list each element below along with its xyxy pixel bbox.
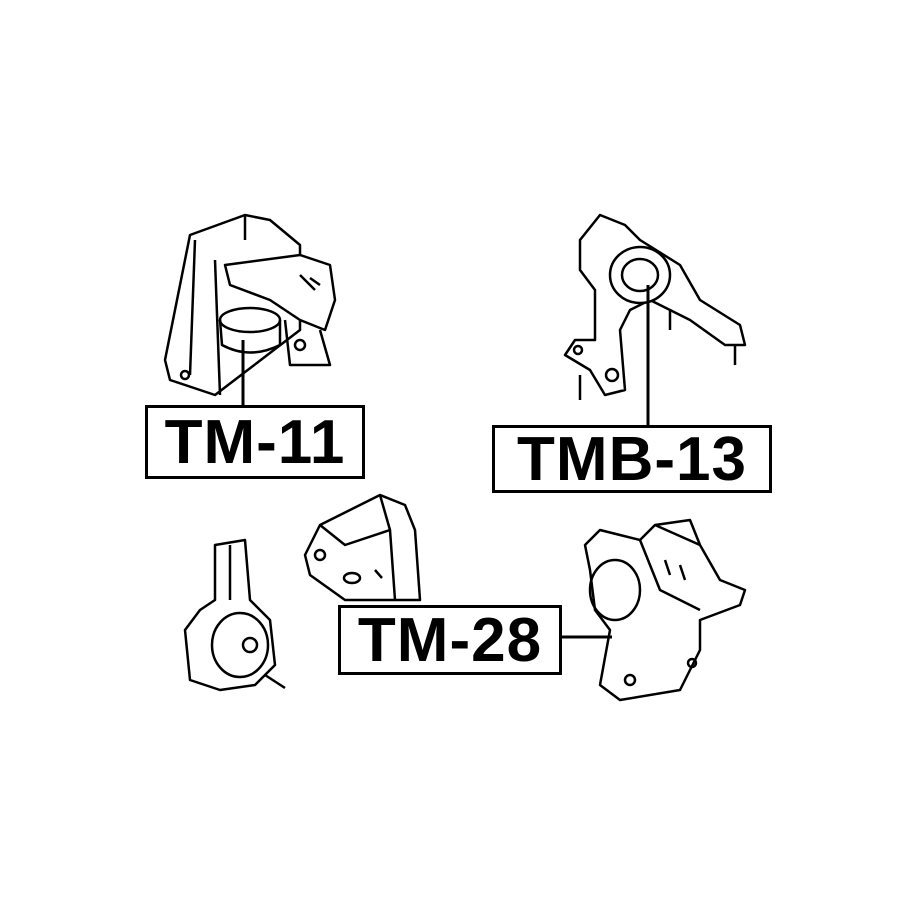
tm-11-mount-drawing: [163, 213, 337, 397]
tm-28-mount-drawing: [583, 518, 747, 702]
tmb-13-mount-drawing: [563, 213, 747, 400]
label-tmb-13: TMB-13: [492, 425, 772, 494]
label-tm-11: TM-11: [145, 405, 365, 479]
round-mount-drawing: [183, 538, 286, 692]
bracket-drawing: [303, 493, 422, 602]
label-tm-28: TM-28: [338, 605, 562, 675]
